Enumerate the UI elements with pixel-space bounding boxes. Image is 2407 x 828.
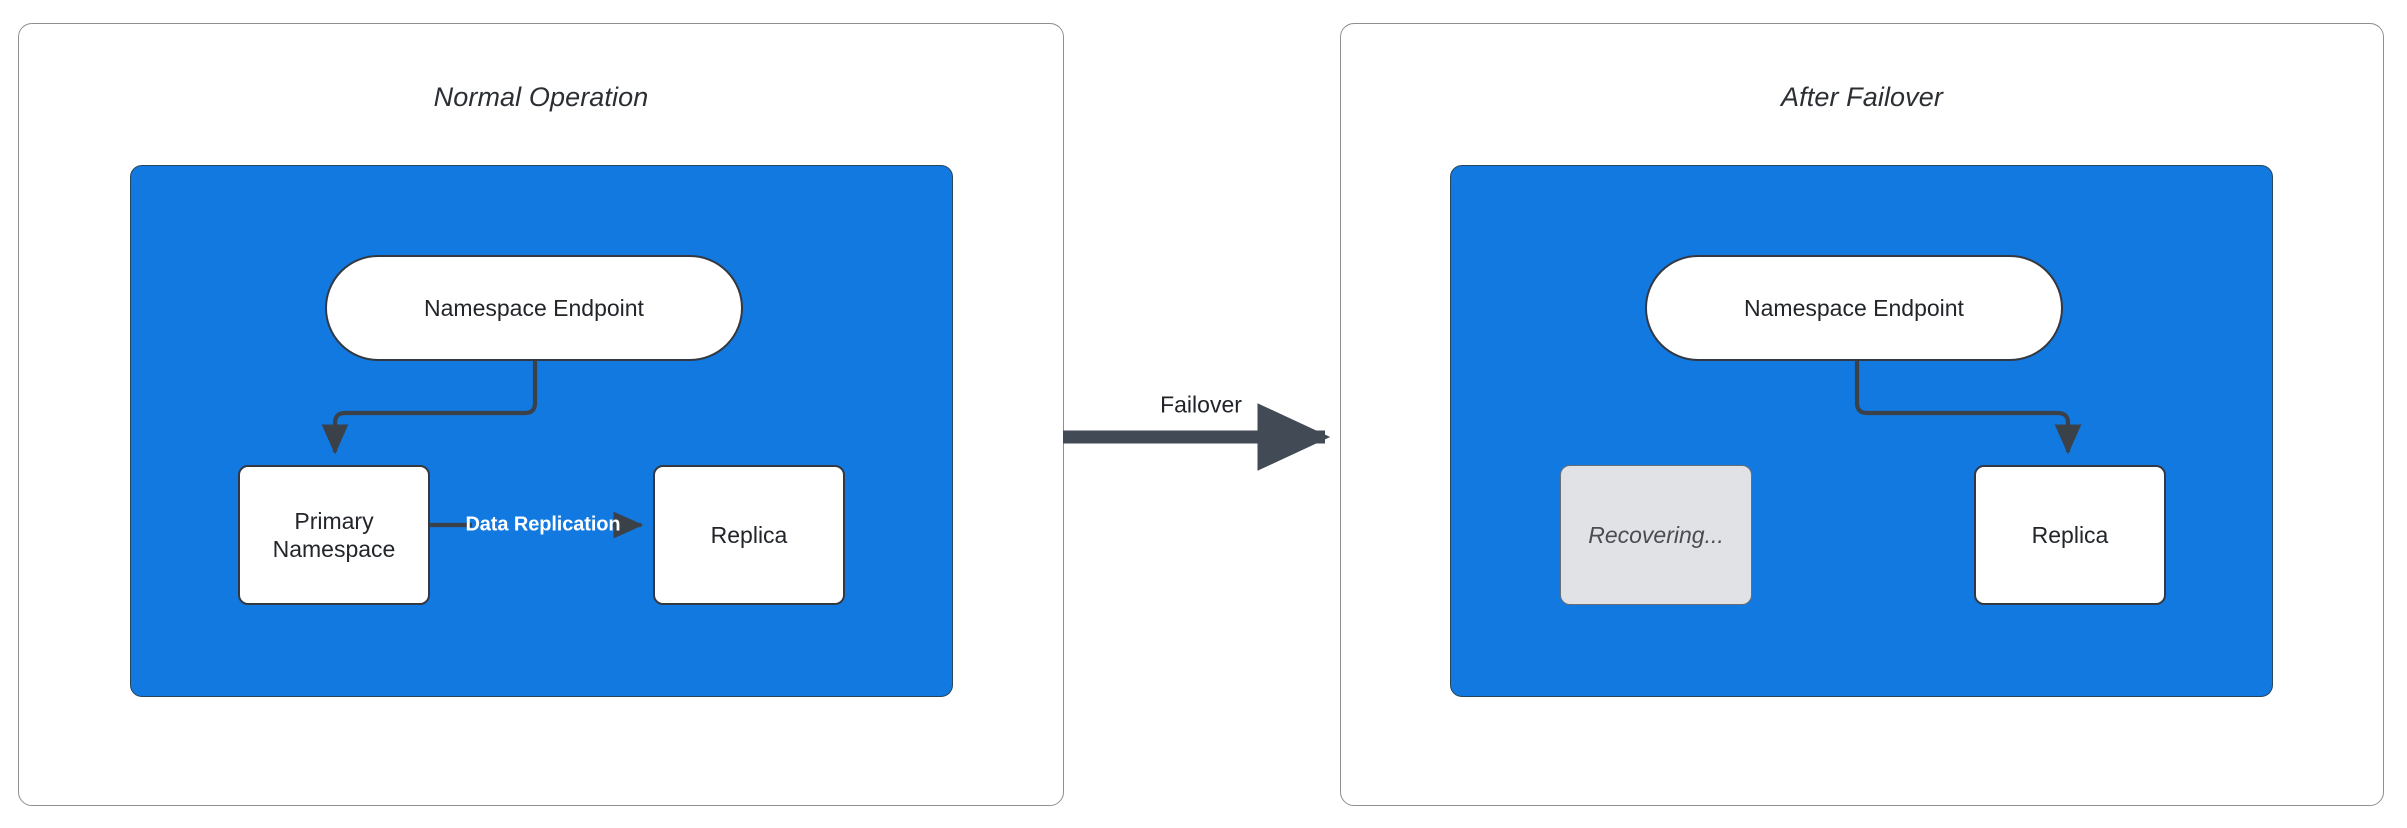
panel-title-after-failover: After Failover [1781, 82, 1943, 112]
panel-title-normal-operation: Normal Operation [433, 82, 649, 112]
node-label: Namespace Endpoint [1744, 294, 1964, 321]
node-label: Replica [710, 521, 788, 548]
blue-region-normal-operation [130, 165, 953, 697]
node-namespace-endpoint-left[interactable]: Namespace Endpoint [325, 255, 743, 361]
node-label: Namespace Endpoint [424, 294, 644, 321]
node-namespace-endpoint-right[interactable]: Namespace Endpoint [1645, 255, 2063, 361]
node-label-line2: Namespace [272, 536, 396, 562]
edge-label-failover: Failover [1160, 391, 1242, 418]
node-replica-left[interactable]: Replica [653, 465, 845, 605]
node-label: Replica [2031, 521, 2109, 548]
node-label: Recovering... [1588, 521, 1724, 548]
node-recovering[interactable]: Recovering... [1560, 465, 1752, 605]
node-replica-right[interactable]: Replica [1974, 465, 2166, 605]
edge-label-data-replication: Data Replication [465, 513, 621, 536]
blue-region-after-failover [1450, 165, 2273, 697]
node-label-line1: Primary [294, 507, 374, 534]
